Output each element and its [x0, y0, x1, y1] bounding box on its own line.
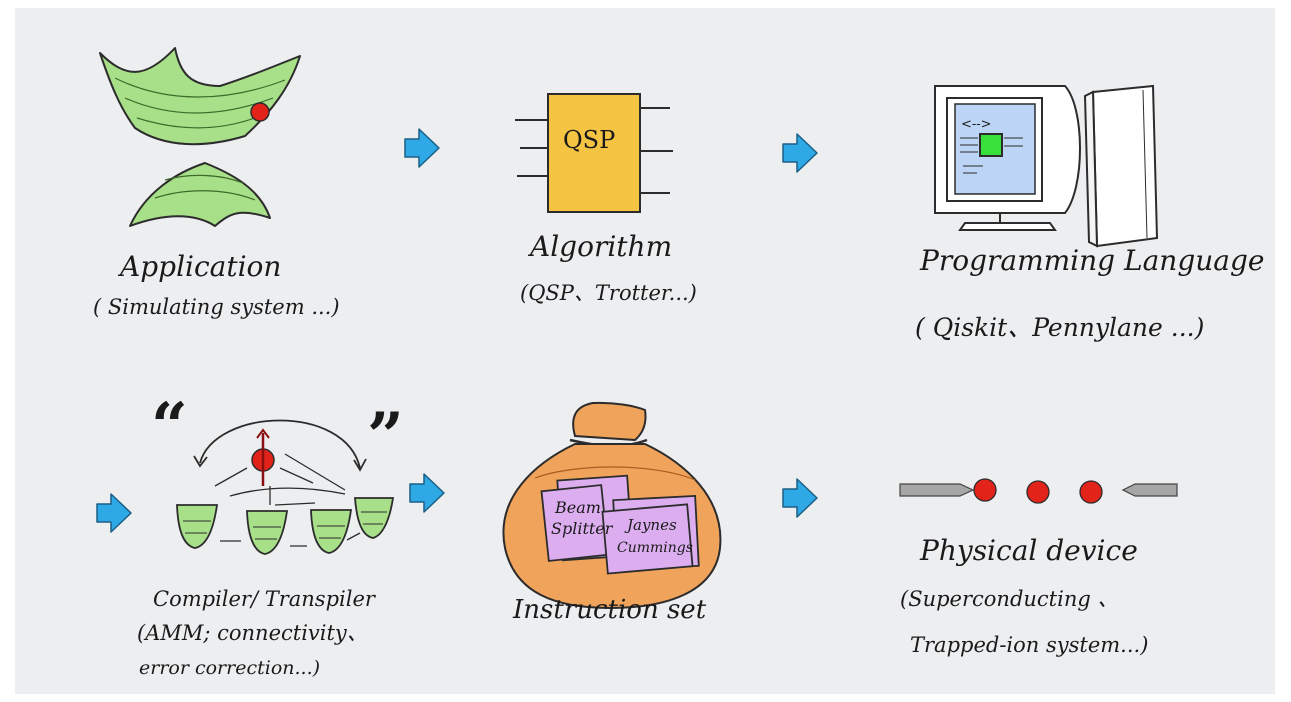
- arrow-icon: [96, 493, 132, 533]
- card-jaynes-label-1: Jaynes: [624, 516, 677, 534]
- card-jaynes-label-2: Cummings: [617, 540, 693, 556]
- qubit-connectivity-icon: [176, 419, 395, 555]
- physical-device-subtitle-line1: (Superconducting 、: [900, 587, 1118, 611]
- workflow-diagram: Application ( Simulating system ...) QSP…: [93, 47, 1264, 679]
- application-title: Application: [117, 250, 281, 283]
- arrow-icon: [782, 478, 818, 518]
- screen-symbol: <-->: [961, 117, 992, 132]
- particle-dot: [250, 102, 270, 122]
- arrow-icon: [404, 128, 440, 168]
- card-beam-label-2: Splitter: [551, 519, 614, 538]
- diagram-canvas: Application ( Simulating system ...) QSP…: [15, 8, 1275, 694]
- close-quote-icon: ”: [367, 399, 404, 474]
- algorithm-title: Algorithm: [527, 230, 672, 263]
- ion-trap-icon: [899, 478, 1178, 504]
- application-subtitle: ( Simulating system ...): [93, 295, 340, 319]
- instruction-card-jaynes-cummings: [601, 494, 700, 575]
- qsp-chip-icon: [515, 93, 673, 213]
- programming-language-subtitle: ( Qiskit、Pennylane ...): [915, 313, 1204, 342]
- card-beam-label-1: Beam: [554, 498, 601, 517]
- compiler-title: Compiler/ Transpiler: [153, 587, 377, 611]
- arrow-icon: [782, 133, 818, 173]
- open-quote-icon: “: [151, 389, 188, 464]
- algorithm-subtitle: (QSP、Trotter...): [520, 281, 697, 305]
- computer-icon: [934, 84, 1159, 248]
- chip-label: QSP: [563, 126, 615, 154]
- instruction-set-title: Instruction set: [512, 595, 707, 625]
- physical-device-subtitle-line2: Trapped-ion system...): [910, 633, 1148, 657]
- compiler-subtitle-line2: error correction...): [139, 657, 320, 679]
- physical-device-title: Physical device: [919, 534, 1138, 567]
- application-surface-icon: [99, 47, 301, 227]
- programming-language-title: Programming Language: [919, 244, 1264, 277]
- arrow-icon: [409, 473, 445, 513]
- compiler-subtitle-line1: (AMM; connectivity、: [137, 621, 368, 645]
